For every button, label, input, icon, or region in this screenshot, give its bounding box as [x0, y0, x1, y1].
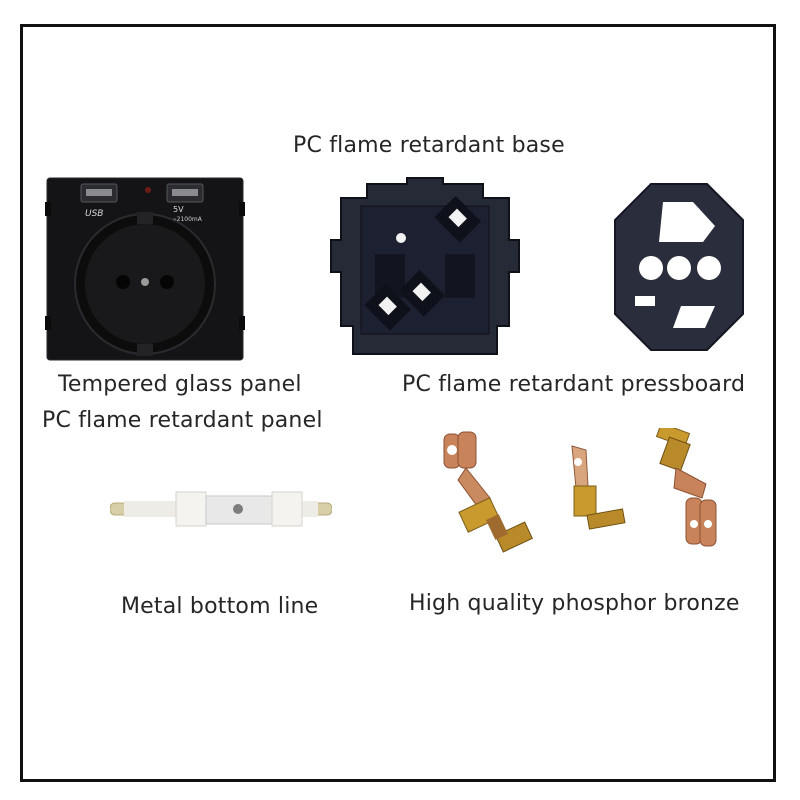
label-pc-panel: PC flame retardant panel [42, 408, 323, 433]
usb-logo-text: USB [85, 209, 103, 219]
label-pressboard: PC flame retardant pressboard [402, 372, 746, 397]
label-glass-panel: Tempered glass panel [58, 372, 302, 397]
label-base: PC flame retardant base [293, 133, 565, 158]
phosphor-bronze-contacts-image [436, 428, 742, 562]
label-bottom-line: Metal bottom line [121, 594, 319, 619]
image-frame [20, 24, 776, 782]
voltage-text: 5V [173, 205, 184, 214]
label-bronze: High quality phosphor bronze [409, 591, 740, 616]
metal-bottom-line-image [110, 488, 332, 532]
pressboard-image [611, 180, 747, 354]
current-text: ⌁2100mA [173, 216, 203, 223]
usb-socket-panel-image: USB 5V ⌁2100mA [45, 176, 245, 364]
pc-base-image [327, 176, 523, 364]
